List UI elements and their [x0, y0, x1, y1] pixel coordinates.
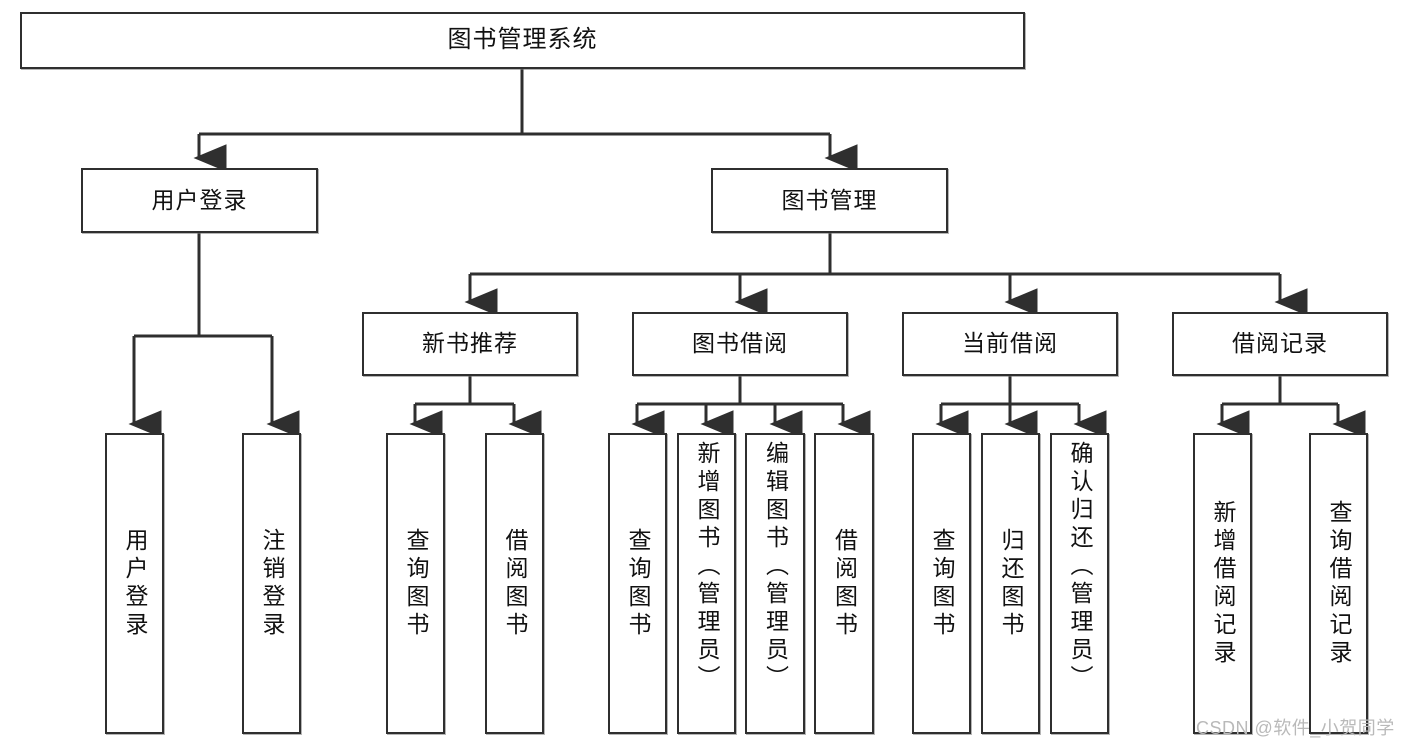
node-root-label: 图书管理系统 — [447, 26, 598, 54]
leaf-current-borrow-confirm[interactable]: 确认归还（管理员） — [1050, 433, 1109, 734]
leaf-borrow-record-add-label: 新增借阅记录 — [1210, 499, 1236, 668]
leaf-user-login-logout[interactable]: 注销登录 — [242, 433, 301, 734]
leaf-current-borrow-query[interactable]: 查询图书 — [912, 433, 971, 734]
leaf-book-borrow-borrow-label: 借阅图书 — [831, 527, 858, 640]
node-borrow-record-label: 借阅记录 — [1232, 330, 1328, 357]
leaf-current-borrow-confirm-label: 确认归还（管理员） — [1067, 441, 1093, 693]
node-book-management-label: 图书管理 — [781, 186, 878, 213]
leaf-book-borrow-query[interactable]: 查询图书 — [608, 433, 667, 734]
node-borrow-record[interactable]: 借阅记录 — [1172, 312, 1388, 376]
leaf-current-borrow-return[interactable]: 归还图书 — [981, 433, 1040, 734]
leaf-book-borrow-edit-label: 编辑图书（管理员） — [762, 441, 789, 693]
leaf-new-book-query[interactable]: 查询图书 — [386, 433, 445, 734]
node-root-book-management-system[interactable]: 图书管理系统 — [20, 12, 1025, 69]
csdn-watermark: CSDN @软件_小贺同学 — [1196, 718, 1395, 738]
leaf-borrow-record-add[interactable]: 新增借阅记录 — [1193, 433, 1252, 734]
leaf-current-borrow-return-label: 归还图书 — [998, 527, 1024, 640]
leaf-borrow-record-query[interactable]: 查询借阅记录 — [1309, 433, 1368, 734]
node-book-borrow-label: 图书借阅 — [692, 330, 788, 357]
leaf-user-login-login[interactable]: 用户登录 — [105, 433, 164, 734]
node-new-book-recommend-label: 新书推荐 — [422, 330, 518, 357]
node-user-login[interactable]: 用户登录 — [81, 168, 318, 233]
node-new-book-recommend[interactable]: 新书推荐 — [362, 312, 578, 376]
leaf-book-borrow-add[interactable]: 新增图书（管理员） — [677, 433, 736, 734]
node-book-borrow[interactable]: 图书借阅 — [632, 312, 848, 376]
leaf-new-book-borrow-label: 借阅图书 — [502, 527, 528, 640]
leaf-user-login-login-label: 用户登录 — [122, 527, 148, 640]
leaf-new-book-query-label: 查询图书 — [403, 527, 429, 640]
leaf-book-borrow-borrow[interactable]: 借阅图书 — [814, 433, 874, 734]
leaf-new-book-borrow[interactable]: 借阅图书 — [485, 433, 544, 734]
leaf-borrow-record-query-label: 查询借阅记录 — [1326, 499, 1352, 668]
node-user-login-label: 用户登录 — [151, 186, 248, 213]
leaf-book-borrow-query-label: 查询图书 — [625, 527, 651, 640]
node-book-management[interactable]: 图书管理 — [711, 168, 948, 233]
leaf-current-borrow-query-label: 查询图书 — [929, 527, 955, 640]
node-current-borrow[interactable]: 当前借阅 — [902, 312, 1118, 376]
leaf-book-borrow-add-label: 新增图书（管理员） — [694, 441, 720, 693]
leaf-user-login-logout-label: 注销登录 — [259, 527, 285, 640]
node-current-borrow-label: 当前借阅 — [962, 330, 1058, 357]
leaf-book-borrow-edit[interactable]: 编辑图书（管理员） — [745, 433, 805, 734]
